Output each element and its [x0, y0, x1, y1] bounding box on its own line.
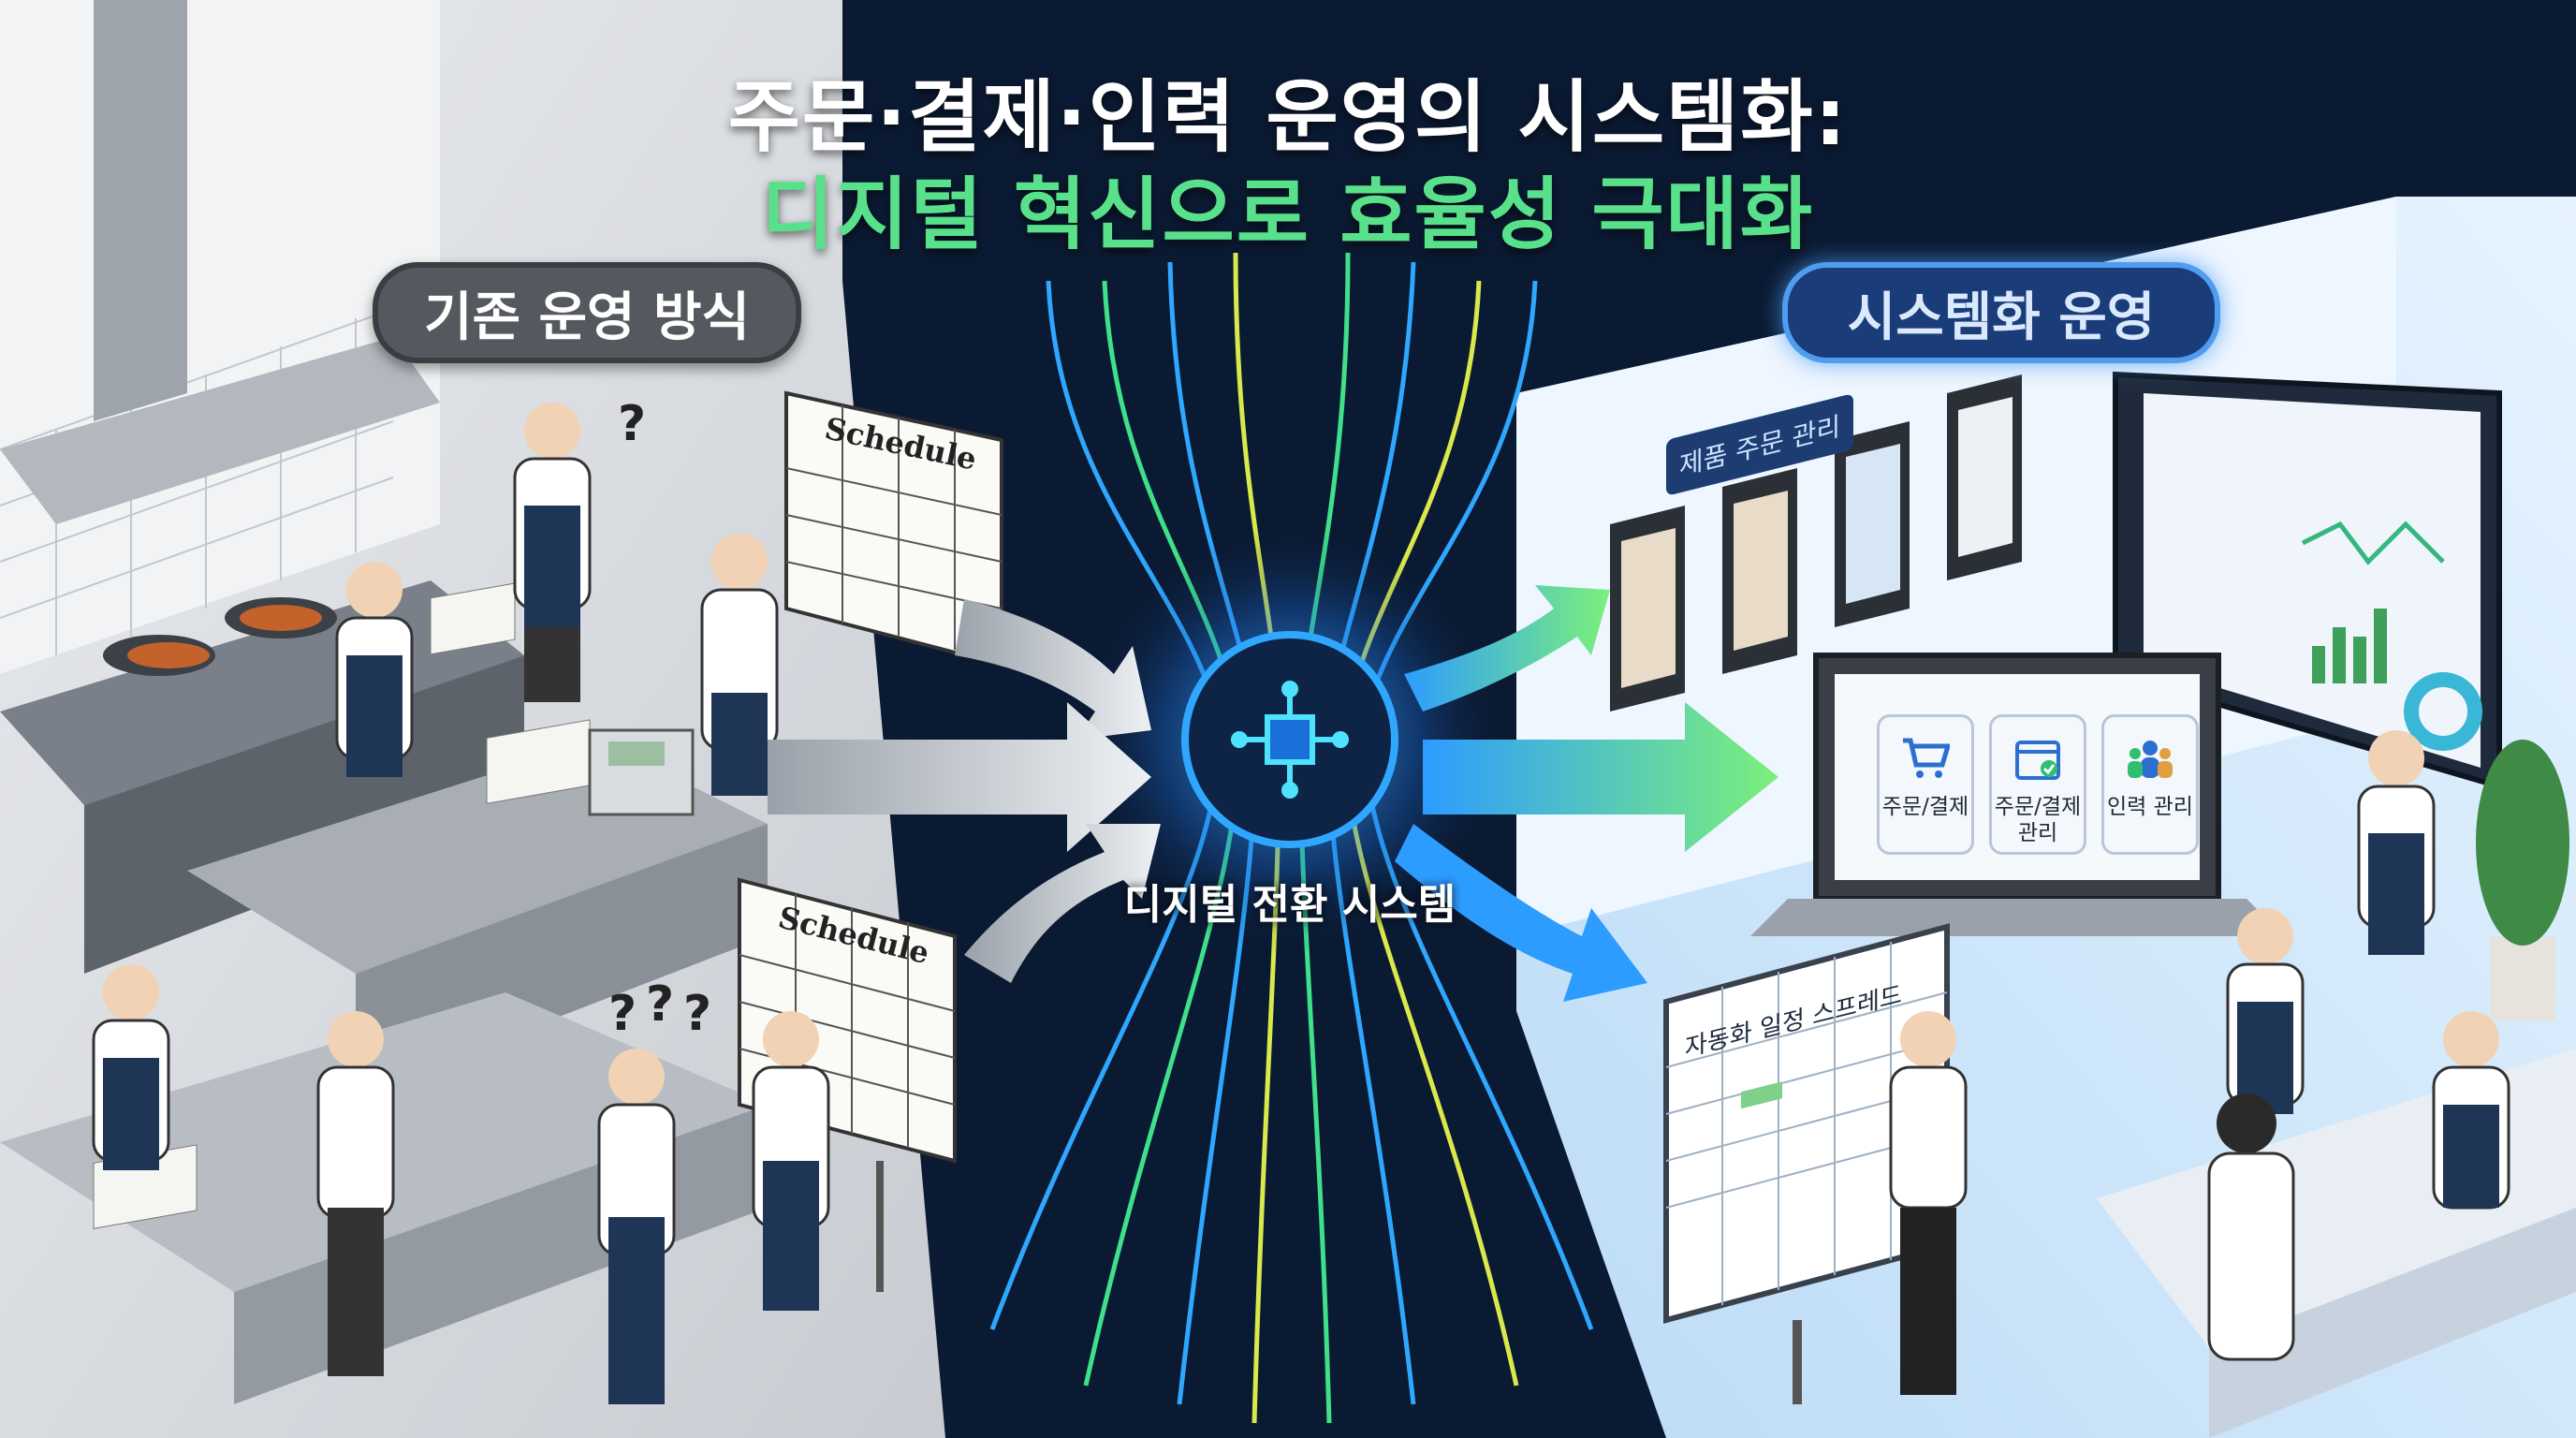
svg-text:?: ? — [646, 976, 674, 1033]
team-icon — [2104, 734, 2196, 783]
arrow-out-top — [1404, 585, 1610, 712]
question-mark-icon: ? ??? — [608, 396, 711, 1042]
left-workers — [92, 403, 830, 1404]
outbound-arrows — [1395, 585, 1778, 1002]
cart-icon — [1880, 734, 1971, 783]
plant — [2476, 740, 2569, 1020]
hub-label: 디지털 전환 시스템 — [1123, 881, 1456, 929]
app-tile-label: 주문/결제 관리 — [1994, 795, 2082, 845]
worker-pos — [2226, 908, 2305, 1114]
chip-icon — [1231, 681, 1349, 799]
arrow-in-top — [955, 599, 1151, 740]
worker-confused — [513, 403, 592, 702]
app-tile-label: 인력 관리 — [2107, 795, 2193, 819]
inbound-arrows — [768, 599, 1161, 983]
right-workers — [1889, 730, 2510, 1395]
label-systemized-operation: 시스템화 운영 — [1782, 262, 2220, 363]
arrow-in-bottom — [964, 824, 1161, 983]
app-tile-order-management[interactable]: 주문/결제 관리 — [1989, 714, 2086, 855]
arrow-out-bottom — [1395, 824, 1647, 1002]
worker-chef — [92, 964, 170, 1170]
title-line-2: 디지털 혁신으로 효율성 극대화 — [761, 169, 1815, 260]
app-tile-staff-management[interactable]: 인력 관리 — [2101, 714, 2199, 855]
label-legacy-operation: 기존 운영 방식 — [373, 262, 801, 363]
title-line-1: 주문·결제·인력 운영의 시스템화: — [727, 71, 1849, 163]
arrow-in-middle — [768, 702, 1151, 852]
svg-text:?: ? — [618, 396, 646, 452]
worker-counter — [316, 1011, 395, 1376]
worker-manager — [1889, 1011, 1968, 1395]
worker-computer — [2432, 1011, 2510, 1210]
svg-text:?: ? — [608, 986, 637, 1042]
kiosks — [1610, 374, 2022, 712]
app-tile-order-payment[interactable]: 주문/결제 — [1877, 714, 1974, 855]
worker-cook — [335, 562, 414, 777]
worker-reading — [700, 534, 779, 796]
worker-thinking — [597, 1049, 676, 1404]
right-smart-store-room — [1516, 197, 2576, 1438]
digital-hub — [1075, 524, 1505, 955]
arrow-out-middle — [1423, 702, 1778, 852]
svg-text:?: ? — [683, 986, 711, 1042]
worker-tablet — [2357, 730, 2436, 955]
worker-arms-crossed — [752, 1011, 830, 1311]
app-tile-label: 주문/결제 — [1881, 795, 1969, 819]
dashboard-bars — [2312, 609, 2387, 683]
calendar-check-icon — [1992, 734, 2084, 783]
worker-customer — [2207, 1093, 2295, 1361]
